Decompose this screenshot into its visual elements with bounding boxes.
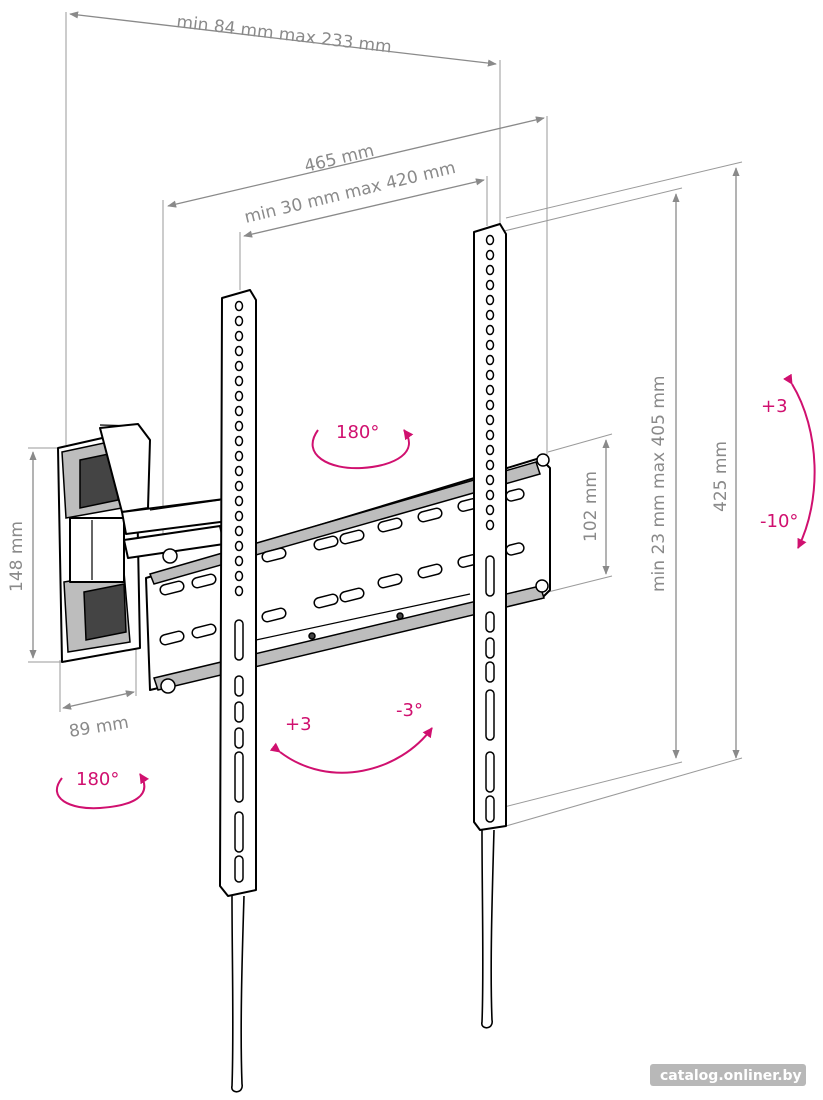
strip-slot <box>234 855 244 883</box>
strip-length-label: 425 mm <box>711 441 731 512</box>
strip-hole <box>485 369 495 381</box>
strip-hole <box>234 390 244 402</box>
right-vertical-strip <box>473 223 507 831</box>
arm-extension-label: min 84 mm max 233 mm <box>175 12 392 57</box>
strip-slot <box>485 555 495 597</box>
strip-hole <box>485 324 495 336</box>
strip-hole <box>234 540 244 552</box>
watermark: catalog.onliner.by <box>650 1064 806 1086</box>
strip-hole <box>485 384 495 396</box>
strip-slot <box>234 675 244 697</box>
plate-width-label: 465 mm <box>302 141 376 177</box>
strip-hole <box>234 510 244 522</box>
strip-slot <box>485 611 495 633</box>
strip-hole <box>234 330 244 342</box>
left-vertical-strip <box>219 289 257 897</box>
swivel-wall-label: 180° <box>76 769 119 790</box>
strip-slot <box>485 661 495 683</box>
safety-cords <box>231 829 495 1093</box>
strip-hole <box>485 399 495 411</box>
strip-hole <box>234 570 244 582</box>
plate-slots <box>159 488 525 646</box>
tilt-plus-label: +3 <box>761 396 788 417</box>
strip-hole <box>485 249 495 261</box>
strip-hole <box>234 420 244 432</box>
vesa-vertical-label: min 23 mm max 405 mm <box>649 376 669 592</box>
strip-slot <box>485 751 495 793</box>
strip-hole <box>485 234 495 246</box>
swivel-plate-label: 180° <box>336 422 379 443</box>
strip-hole <box>485 414 495 426</box>
rotation-arrows <box>55 373 816 810</box>
strip-hole <box>485 489 495 501</box>
strip-slot <box>234 751 244 803</box>
wall-plate-height-label: 148 mm <box>7 521 27 592</box>
strip-slot <box>485 795 495 823</box>
strip-hole <box>234 480 244 492</box>
strip-hole <box>485 519 495 531</box>
strip-slot <box>485 689 495 741</box>
strip-hole <box>234 375 244 387</box>
strip-hole <box>234 525 244 537</box>
roll-plus-label: +3 <box>285 714 312 735</box>
strip-hole <box>234 495 244 507</box>
strip-slot <box>234 619 244 661</box>
strip-hole <box>234 360 244 372</box>
tilt-minus-label: -10° <box>760 511 798 532</box>
watermark-text: catalog.onliner.by <box>660 1068 802 1084</box>
strip-hole <box>234 435 244 447</box>
strip-hole <box>485 294 495 306</box>
strip-hole <box>485 264 495 276</box>
strip-hole <box>485 444 495 456</box>
strip-hole <box>485 504 495 516</box>
wall-plate <box>57 423 151 663</box>
swing-arm <box>121 497 237 559</box>
wall-plate-depth-label: 89 mm <box>68 713 131 742</box>
strip-hole <box>234 585 244 597</box>
strip-slot <box>485 637 495 659</box>
strip-hole <box>234 345 244 357</box>
strip-hole <box>234 315 244 327</box>
strip-hole <box>234 555 244 567</box>
strip-slot <box>234 727 244 749</box>
strip-hole <box>485 339 495 351</box>
strip-slot <box>234 811 244 853</box>
strip-hole <box>234 300 244 312</box>
strip-hole <box>485 309 495 321</box>
plate-height-label: 102 mm <box>581 471 601 542</box>
strip-hole <box>485 474 495 486</box>
strip-hole <box>485 459 495 471</box>
strip-hole <box>234 450 244 462</box>
vesa-horizontal-label: min 30 mm max 420 mm <box>242 158 457 228</box>
dimension-lines <box>28 11 743 827</box>
strip-hole <box>234 465 244 477</box>
strip-hole <box>234 405 244 417</box>
strip-hole <box>485 279 495 291</box>
strip-hole <box>485 429 495 441</box>
strip-hole <box>485 354 495 366</box>
roll-minus-label: -3° <box>396 700 423 721</box>
strip-slot <box>234 701 244 723</box>
